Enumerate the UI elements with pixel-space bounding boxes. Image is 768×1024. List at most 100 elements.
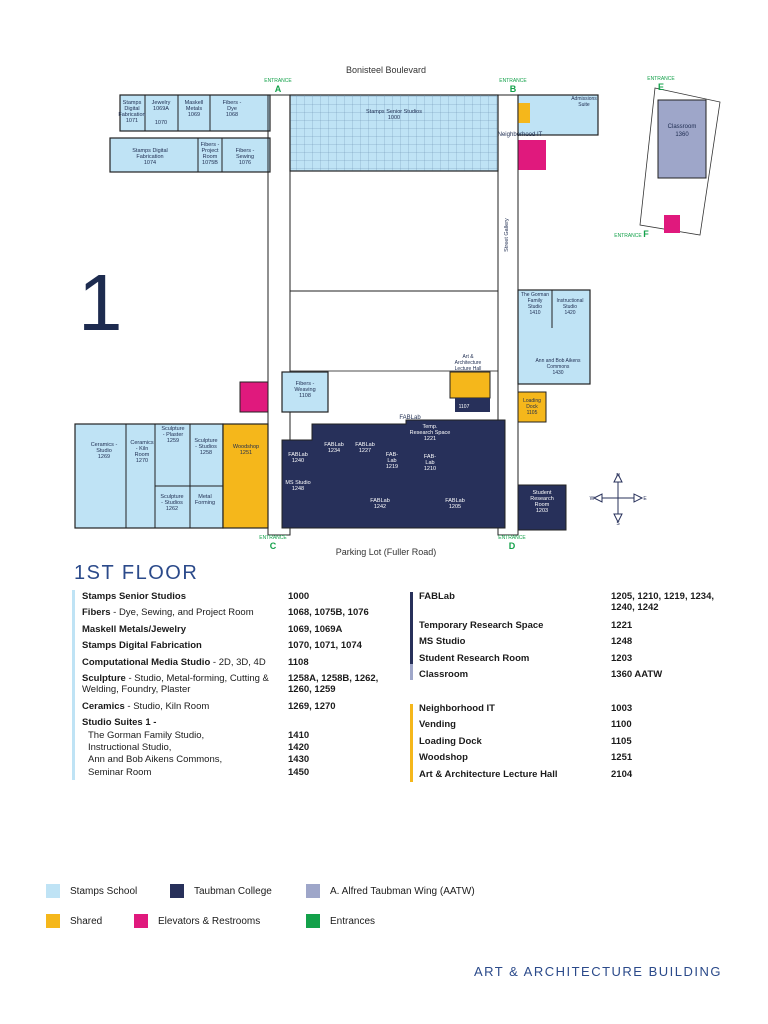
entrance-c-letter: C (270, 541, 277, 551)
directory-left: Stamps Senior Studios 1000 Fibers - Dye,… (82, 591, 412, 779)
key-stamps: Stamps School (46, 884, 137, 898)
entrance-d-letter: D (509, 541, 516, 551)
street-label-bottom: Parking Lot (Fuller Road) (336, 547, 437, 557)
floor-title: 1ST FLOOR (74, 562, 199, 584)
entrance-d-word: ENTRANCE (498, 535, 526, 541)
floor-plan-map: Bonisteel Boulevard Parking Lot (Fuller … (74, 65, 721, 557)
compass-e: E (643, 496, 647, 502)
directory-row: Studio Suites 1 - (82, 717, 157, 729)
shared-bar (410, 704, 413, 782)
entrance-b-letter: B (510, 84, 517, 94)
directory-row: Temporary Research Space 1221 (419, 620, 633, 631)
street-gallery-label: Street Gallery (504, 218, 510, 252)
suite-row: Ann and Bob Aikens Commons,1430 (88, 754, 310, 766)
swatch-entrances (306, 914, 320, 928)
directory-row: FABLab 1205, 1210, 1219, 1234, 1240, 124… (419, 591, 715, 614)
key-taubman: Taubman College (170, 884, 272, 898)
directory-row: MS Studio 1248 (419, 636, 633, 648)
directory-row: Loading Dock 1105 (419, 735, 632, 747)
room-1003: Neighborhood IT (498, 132, 543, 138)
entrance-b-word: ENTRANCE (499, 78, 527, 84)
compass-n: N (616, 473, 620, 479)
directory-row: Sculpture - Studio, Metal-forming, Cutti… (82, 672, 379, 696)
directory-row: Art & Architecture Lecture Hall 2104 (419, 768, 633, 780)
directory-row: Fibers - Dye, Sewing, and Project Room 1… (82, 607, 369, 619)
key-shared: Shared (46, 914, 102, 928)
entrance-c-word: ENTRANCE (259, 535, 287, 541)
directory-row: Woodshop 1251 (419, 752, 633, 764)
key-entrances: Entrances (306, 914, 375, 928)
directory-right-taubman: FABLab 1205, 1210, 1219, 1234, 1240, 124… (419, 591, 739, 686)
stamps-bar (72, 590, 75, 780)
room-1107: 1107 (459, 404, 470, 410)
entrance-e-letter: E (658, 82, 664, 92)
entrance-a-word: ENTRANCE (264, 78, 292, 84)
aatw-bar (410, 664, 413, 680)
directory-row: Computational Media Studio - 2D, 3D, 4D … (82, 656, 309, 668)
entrance-a-letter: A (275, 84, 282, 94)
taubman-bar (410, 592, 413, 664)
compass-s: S (616, 521, 620, 527)
suite-row: The Gorman Family Studio,1410 (88, 729, 310, 741)
entrance-e-word: ENTRANCE (647, 76, 675, 82)
directory-row: Maskell Metals/Jewelry 1069, 1069A (82, 623, 343, 635)
swatch-stamps (46, 884, 60, 898)
swatch-aatw (306, 884, 320, 898)
compass-icon (592, 472, 644, 524)
swatch-elevators (134, 914, 148, 928)
entrance-f-word: ENTRANCE (614, 233, 642, 239)
swatch-shared (46, 914, 60, 928)
floor-number: 1 (78, 258, 123, 347)
swatch-taubman (170, 884, 184, 898)
key-aatw: A. Alfred Taubman Wing (AATW) (306, 884, 475, 898)
suite-row: Instructional Studio,1420 (88, 741, 310, 753)
fablab-corridor-label: FABLab (399, 415, 421, 421)
street-label-top: Bonisteel Boulevard (346, 65, 426, 75)
entrance-f-letter: F (643, 229, 649, 239)
directory-row: Stamps Senior Studios 1000 (82, 591, 310, 602)
directory-row: Vending 1100 (419, 719, 632, 731)
directory-row: Stamps Digital Fabrication 1070, 1071, 1… (82, 640, 362, 652)
directory-row: Ceramics - Studio, Kiln Room 1269, 1270 (82, 700, 336, 712)
directory-row: Student Research Room 1203 (419, 652, 633, 664)
compass-w: W (590, 496, 595, 502)
directory-row: Classroom 1360 AATW (419, 669, 663, 681)
directory-right-shared: Neighborhood IT 1003 Vending 1100 Loadin… (419, 703, 739, 785)
key-elevators: Elevators & Restrooms (134, 914, 260, 928)
directory-row: Neighborhood IT 1003 (419, 703, 633, 714)
footer-title: ART & ARCHITECTURE BUILDING (473, 964, 722, 979)
